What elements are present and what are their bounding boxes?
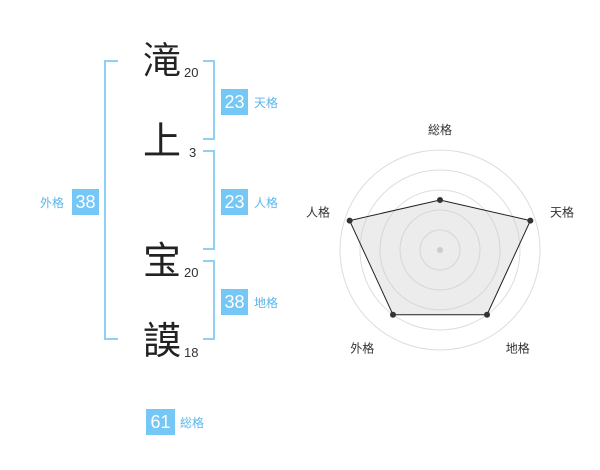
- chikaku-badge: 38: [221, 289, 248, 315]
- radar-area: [348, 199, 532, 316]
- radar-ring-overlay-2: [399, 209, 481, 291]
- radar-axis-label-2: 天格: [550, 204, 574, 219]
- radar-point-5: [346, 217, 353, 224]
- chikaku-bracket: [203, 260, 215, 340]
- tenkaku-badge: 23: [221, 89, 248, 115]
- radar-point-1: [437, 197, 443, 203]
- radar-center-dot: [437, 247, 443, 253]
- radar-ring-overlay-4: [359, 169, 521, 331]
- tenkaku-label: 天格: [254, 96, 279, 110]
- jinkaku-label: 人格: [254, 196, 279, 210]
- radar-point-2: [527, 217, 534, 224]
- gaikaku-label: 外格: [40, 196, 65, 210]
- stroke-count-4: 18: [184, 345, 199, 360]
- radar-axis-label-3: 地格: [506, 341, 530, 356]
- radar-point-3: [484, 311, 491, 318]
- name-char-3: 宝: [143, 239, 182, 283]
- soukaku-badge: 61: [146, 409, 175, 435]
- chikaku-label: 地格: [254, 296, 279, 310]
- stroke-count-3: 20: [184, 265, 199, 280]
- name-char-2: 上: [143, 119, 182, 163]
- gaikaku-badge: 38: [72, 189, 99, 215]
- radar-axis-label-4: 外格: [350, 341, 374, 356]
- stroke-count-1: 20: [184, 65, 199, 80]
- radar-axis-label-5: 人格: [306, 204, 330, 219]
- gaikaku-bracket: [104, 60, 118, 340]
- name-char-1: 滝: [143, 39, 182, 83]
- radar-ring-overlay-3: [379, 189, 501, 311]
- stroke-count-2: 3: [189, 145, 197, 160]
- name-char-4: 謨: [143, 319, 182, 363]
- jinkaku-bracket: [203, 150, 215, 250]
- soukaku-label: 総格: [180, 416, 205, 430]
- tenkaku-bracket: [203, 60, 215, 140]
- radar-axis-label-1: 総格: [428, 122, 452, 137]
- jinkaku-badge: 23: [221, 189, 248, 215]
- radar-point-4: [389, 311, 396, 318]
- radar-ring-overlay-1: [419, 229, 461, 271]
